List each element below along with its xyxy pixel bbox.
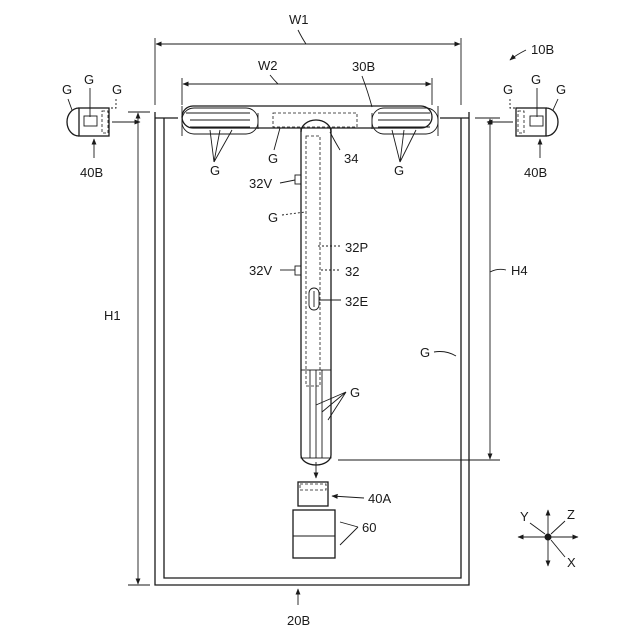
label-32e: 32E bbox=[345, 294, 368, 309]
label-10b: 10B bbox=[531, 42, 554, 57]
sensor-40b-left: 40B G G G bbox=[62, 72, 140, 180]
pole-32 bbox=[295, 120, 331, 465]
callout-34: 34 bbox=[330, 132, 358, 166]
label-h1: H1 bbox=[104, 308, 121, 323]
label-60: 60 bbox=[362, 520, 376, 535]
label-g-left-1: G bbox=[62, 82, 72, 97]
dimension-h1: H1 bbox=[104, 112, 150, 585]
glass-labels: G G G G G G bbox=[210, 128, 456, 420]
axis-x-label: X bbox=[567, 555, 576, 570]
label-g-crossbar-mid: G bbox=[268, 151, 278, 166]
label-34: 34 bbox=[344, 151, 358, 166]
callout-32p: 32P bbox=[318, 240, 368, 255]
label-32: 32 bbox=[345, 264, 359, 279]
axis-y-label: Y bbox=[520, 509, 529, 524]
callout-32e: 32E bbox=[319, 294, 368, 309]
axis-indicator: Y Z X bbox=[518, 507, 578, 570]
label-g-left-3: G bbox=[112, 82, 122, 97]
label-g-right-3: G bbox=[556, 82, 566, 97]
label-g-crossbar-left: G bbox=[210, 163, 220, 178]
callout-32v-upper: 32V bbox=[249, 176, 295, 191]
label-g-crossbar-right: G bbox=[394, 163, 404, 178]
label-g-lower: G bbox=[350, 385, 360, 400]
block-60: 60 bbox=[293, 510, 376, 558]
label-20b: 20B bbox=[287, 613, 310, 628]
dimension-h4: H4 bbox=[338, 118, 528, 460]
axis-z-label: Z bbox=[567, 507, 575, 522]
label-w2: W2 bbox=[258, 58, 278, 73]
label-g-pole: G bbox=[268, 210, 278, 225]
callout-20b: 20B bbox=[287, 589, 310, 628]
label-40b-left: 40B bbox=[80, 165, 103, 180]
label-g-right-2: G bbox=[531, 72, 541, 87]
label-40b-right: 40B bbox=[524, 165, 547, 180]
label-w1: W1 bbox=[289, 12, 309, 27]
sensor-40b-right: 40B G G G bbox=[487, 72, 566, 180]
callout-10b: 10B bbox=[510, 42, 554, 60]
label-g-box: G bbox=[420, 345, 430, 360]
dimension-w1: W1 bbox=[155, 12, 461, 105]
label-g-right-1: G bbox=[503, 82, 513, 97]
sensor-40a: 40A bbox=[298, 462, 391, 506]
callout-32v-lower: 32V bbox=[249, 263, 295, 278]
label-g-left-2: G bbox=[84, 72, 94, 87]
label-40a: 40A bbox=[368, 491, 391, 506]
label-32v-lower: 32V bbox=[249, 263, 272, 278]
dimension-w2: W2 bbox=[182, 58, 432, 105]
label-32p: 32P bbox=[345, 240, 368, 255]
callout-32: 32 bbox=[321, 264, 359, 279]
label-30b: 30B bbox=[352, 59, 375, 74]
label-32v-upper: 32V bbox=[249, 176, 272, 191]
label-h4: H4 bbox=[511, 263, 528, 278]
callout-30b: 30B bbox=[352, 59, 375, 107]
